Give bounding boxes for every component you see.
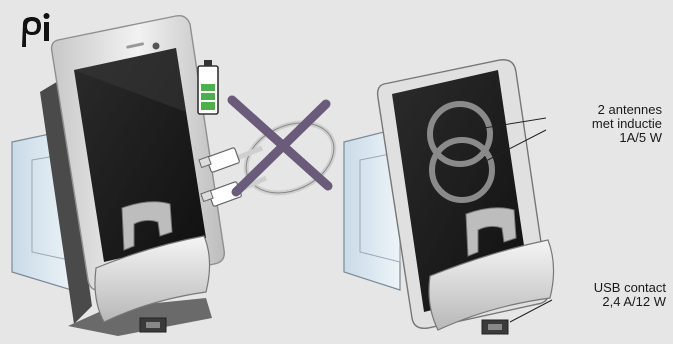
phone-icon <box>50 14 225 291</box>
antenna-callout-line: 1A/5 W <box>619 130 662 145</box>
charger-dock-icon <box>40 80 212 336</box>
antenna-callout-line: met inductie <box>591 116 662 131</box>
usb-leader-line <box>509 299 553 323</box>
usb-cable-icon <box>198 120 337 207</box>
dock-holder <box>428 207 555 335</box>
battery-icon <box>197 60 219 115</box>
antenna-callout: 2 antennes met inductie 1A/5 W <box>540 103 662 145</box>
usb-callout-line: USB contact <box>593 280 666 295</box>
qi-logo <box>22 13 50 47</box>
cross-icon <box>227 95 333 197</box>
antenna-coil-icon <box>427 101 495 203</box>
antenna-callout-line: 2 antennes <box>597 102 662 117</box>
wall-plate-icon <box>343 127 401 291</box>
antenna-leader-lines <box>483 117 547 163</box>
usb-callout-line: 2,4 A/12 W <box>602 294 666 309</box>
dock-holder <box>94 201 211 333</box>
usb-callout: USB contact 2,4 A/12 W <box>550 281 666 309</box>
